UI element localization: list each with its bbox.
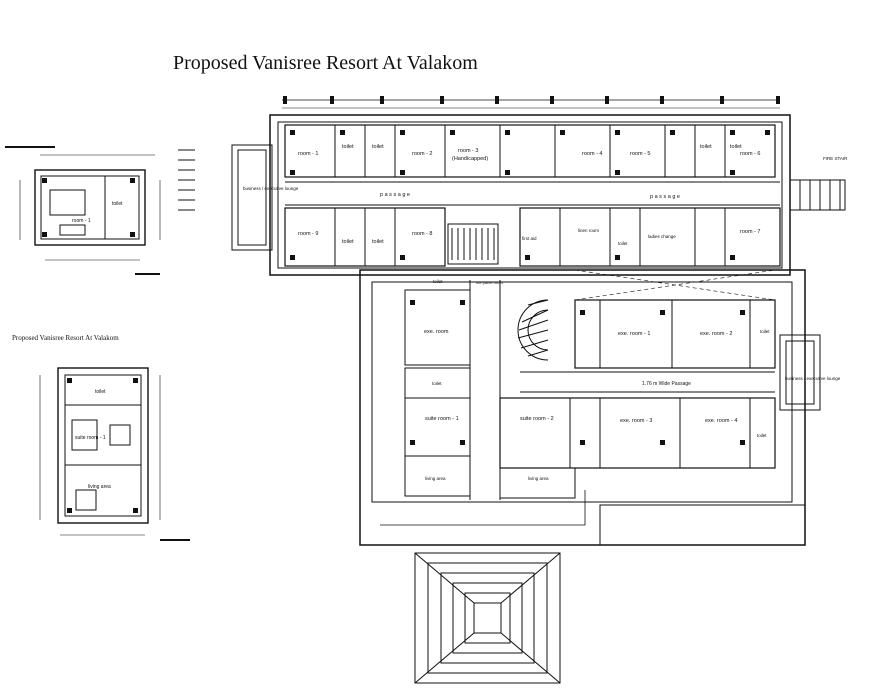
label-detail-room-1: room - 1 [72,218,91,224]
detail-plan-suite-1 [39,367,161,536]
label-room-8: room - 8 [412,231,432,237]
label-room-3: room - 3 [458,148,478,154]
drawing-title: Proposed Vanisree Resort At Valakom [173,52,478,74]
label-toilet-d: toilet [757,433,767,438]
label-living-area-2: living area [528,476,549,481]
label-room-5: room - 5 [630,151,650,157]
main-floor-plan [231,99,846,684]
label-living-area-1: living area [425,476,446,481]
label-ladies-change: ladies change [648,234,676,239]
label-suite-room-2: suite room - 2 [520,416,554,422]
detail-plan-room-1 [19,154,161,261]
label-toilet-a: toilet [433,279,443,284]
label-room-4: room - 4 [582,151,602,157]
column-markers [42,96,780,513]
label-suite-room-1: suite room - 1 [425,416,459,422]
label-room-7: room - 7 [740,229,760,235]
label-wide-passage: 1.76 m Wide Passage [642,381,691,387]
label-exe-room-4: exe. room - 4 [705,418,737,424]
label-exe-room-1: exe. room - 1 [618,331,650,337]
label-toilet-5: toilet [342,239,354,245]
label-handicapped: (Handicapped) [452,156,488,162]
label-toilet-6: toilet [372,239,384,245]
label-room-9: room - 9 [298,231,318,237]
label-room-2: room - 2 [412,151,432,157]
label-business-lounge-left: business / executive lounge [243,186,299,191]
label-toilet-c: toilet [760,329,770,334]
label-fire-panel-room: fire panel room [476,280,503,285]
label-exe-room-3: exe. room - 3 [620,418,652,424]
label-exe-room: exe. room [424,329,449,335]
label-toilet-3: toilet [700,144,712,150]
label-toilet-2: toilet [372,144,384,150]
label-detail2-suite-room: suite room - 1 [75,435,106,441]
label-toilet-small: toilet [618,241,628,246]
legend-stack [178,149,195,211]
label-detail2-toilet: toilet [95,389,106,395]
label-linen-room: linen room [578,228,599,233]
detail-title: Proposed Vanisree Resort At Valakom [12,334,119,342]
label-detail2-living-area: living area [88,484,111,490]
label-first-aid: first aid [522,236,537,241]
label-room-1: room - 1 [298,151,318,157]
label-toilet-b: toilet [432,381,442,386]
label-business-lounge-right: business / executive lounge [785,376,841,381]
label-exe-room-2: exe. room - 2 [700,331,732,337]
label-passage-left: p a s s a g e [380,192,410,198]
label-toilet-4: toilet [730,144,742,150]
label-passage-right: p a s s a g e [650,194,680,200]
label-room-6: room - 6 [740,151,760,157]
label-toilet-1: toilet [342,144,354,150]
label-fire-stair: FIRE STAIR [823,156,848,161]
label-detail-toilet: toilet [112,201,123,207]
